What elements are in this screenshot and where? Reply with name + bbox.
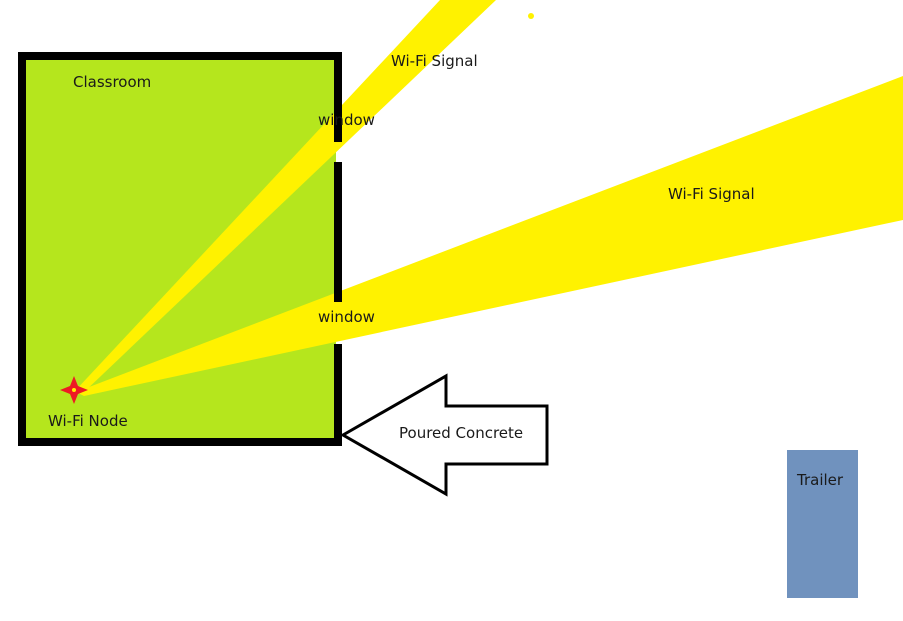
window-label-upper: window xyxy=(318,111,375,129)
classroom-wall-bottom xyxy=(18,438,342,446)
poured-concrete-label: Poured Concrete xyxy=(399,424,523,442)
classroom-floor xyxy=(24,58,336,440)
classroom-wall-right-3 xyxy=(334,344,342,446)
trailer-label: Trailer xyxy=(796,471,844,489)
classroom-wall-right-1 xyxy=(334,52,342,142)
classroom-label: Classroom xyxy=(73,73,151,91)
classroom-wall-right-2 xyxy=(334,162,342,302)
classroom-wall-top xyxy=(18,52,342,60)
wifi-signal-beam-upper xyxy=(74,0,496,394)
wifi-signal-label-lower: Wi-Fi Signal xyxy=(668,185,755,203)
wifi-signal-beam-lower xyxy=(76,76,903,396)
wifi-signal-label-upper: Wi-Fi Signal xyxy=(391,52,478,70)
wifi-node-label: Wi-Fi Node xyxy=(48,412,128,430)
star-icon xyxy=(60,376,88,404)
classroom-wall-left xyxy=(18,52,26,446)
window-label-lower: window xyxy=(318,308,375,326)
trailer-block xyxy=(787,450,858,598)
signal-dot xyxy=(528,13,534,19)
poured-concrete-arrow xyxy=(339,373,549,497)
